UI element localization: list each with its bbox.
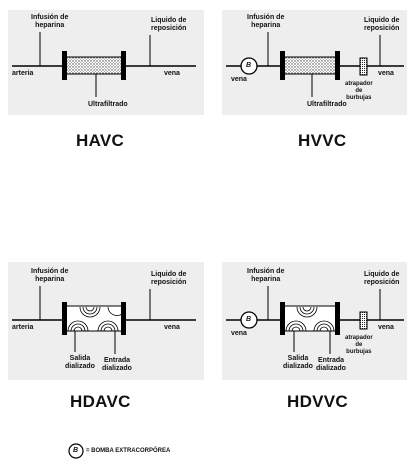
hvvc-filter-cap-left [280, 51, 285, 80]
havc-replacement-label: Liquido de reposición [151, 17, 187, 32]
hdvvc-dialyzer-fibers [285, 306, 335, 332]
panel-havc-circuit [12, 32, 196, 97]
hvvc-title: HVVC [298, 131, 347, 150]
hdvvc-outlet-label: vena [378, 324, 394, 331]
hdavc-outlet-label: vena [164, 324, 180, 331]
hdvvc-heparin-label: Infusión de heparina [247, 268, 285, 283]
havc-inlet-label: arteria [12, 70, 34, 77]
hdavc-title: HDAVC [70, 392, 131, 411]
legend-pump-icon [68, 443, 84, 459]
havc-title: HAVC [76, 131, 125, 150]
hvvc-filter [283, 56, 337, 75]
hdavc-replacement-label: Liquido de reposición [151, 271, 187, 286]
hdavc-inlet-label: arteria [12, 324, 34, 331]
havc-ultrafiltrate-label: Ultrafiltrado [88, 101, 128, 108]
hdavc-heparin-label: Infusión de heparina [31, 268, 69, 283]
hvvc-filter-cap-right [335, 51, 340, 80]
panel-hvvc-circuit [226, 32, 404, 97]
hdvvc-replacement-label: Liquido de reposición [364, 271, 400, 286]
hdvvc-inlet-label: vena [231, 330, 247, 337]
hdvvc-title: HDVVC [287, 392, 349, 411]
hdavc-dialysate-in-label: Entrada dializado [102, 357, 132, 372]
hvvc-pump-symbol: B [246, 62, 252, 69]
hvvc-heparin-label: Infusión de heparina [247, 14, 285, 29]
hdvvc-dialysate-out-label: Salida dializado [283, 355, 313, 370]
hdavc-dialyzer-fibers [67, 306, 123, 332]
hdvvc-dialyzer-cap-right [335, 302, 340, 335]
hdavc-dialyzer [65, 305, 123, 332]
havc-filter [65, 56, 123, 75]
havc-heparin-label: Infusión de heparina [31, 14, 69, 29]
hvvc-bubble-trap [359, 57, 368, 76]
hvvc-outlet-label: vena [378, 70, 394, 77]
hdvvc-pump-symbol: B [246, 316, 252, 323]
hdvvc-bubble-trap-label: atrapador de burbujas [345, 335, 373, 355]
havc-filter-cap-left [62, 51, 67, 80]
panel-hdvvc-circuit [226, 286, 404, 354]
hdavc-dialysate-out-label: Salida dializado [65, 355, 95, 370]
hvvc-inlet-label: vena [231, 76, 247, 83]
hdvvc-bubble-trap [359, 311, 368, 330]
hvvc-pump-icon [240, 57, 258, 75]
hdavc-dialyzer-cap-left [62, 302, 67, 335]
hdavc-dialyzer-cap-right [121, 302, 126, 335]
havc-outlet-label: vena [164, 70, 180, 77]
legend-pump-symbol: B [73, 447, 79, 454]
hvvc-replacement-label: Liquido de reposición [364, 17, 400, 32]
hdvvc-pump-icon [240, 311, 258, 329]
hvvc-bubble-trap-label: atrapador de burbujas [345, 81, 373, 101]
hvvc-ultrafiltrate-label: Ultrafiltrado [307, 101, 347, 108]
hdvvc-dialysate-in-label: Entrada dializado [316, 357, 346, 372]
havc-filter-cap-right [121, 51, 126, 80]
hdvvc-dialyzer-cap-left [280, 302, 285, 335]
legend-text: = BOMBA EXTRACORPÓREA [86, 448, 171, 454]
panel-hdavc-circuit [12, 286, 196, 354]
